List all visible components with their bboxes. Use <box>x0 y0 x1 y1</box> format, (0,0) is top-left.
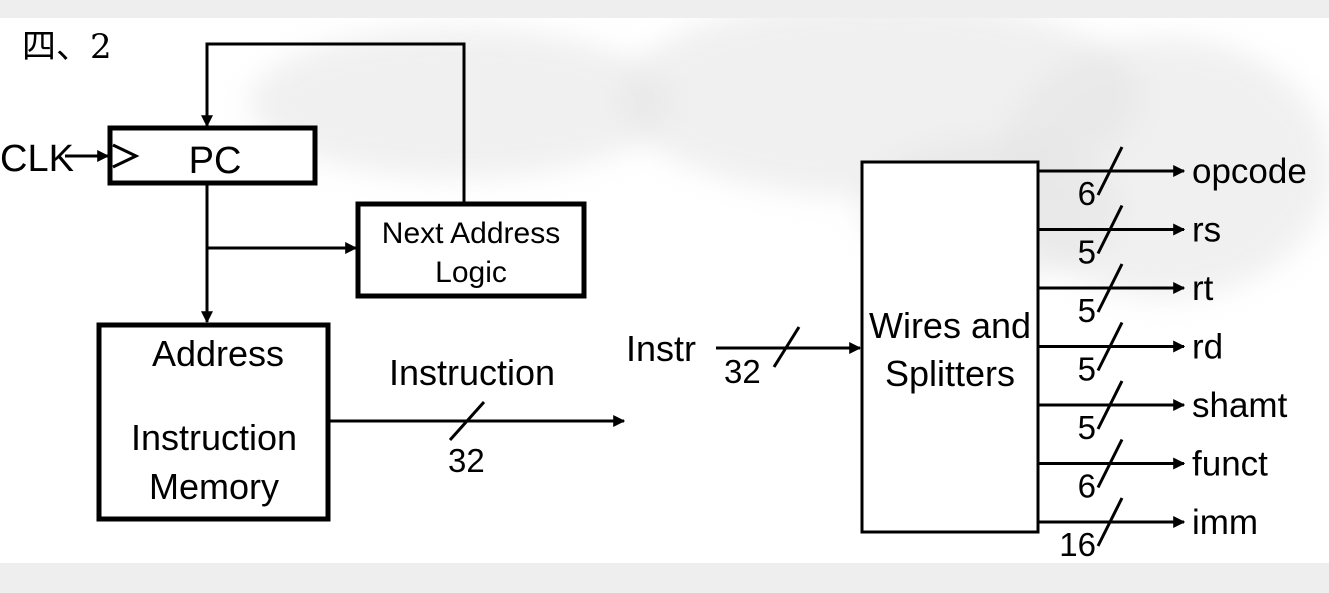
memory-line2: Memory <box>149 466 279 507</box>
instruction-bus-width-slash <box>448 400 486 442</box>
output-label-rs: rs <box>1192 211 1221 250</box>
memory-address-label: Address <box>152 333 284 374</box>
output-width-rd: 5 <box>1078 351 1096 388</box>
splitter-line1: Wires and <box>869 305 1031 346</box>
pc-register <box>107 125 318 186</box>
instr-label: Instr <box>626 328 696 369</box>
clk-label: CLK <box>0 138 74 180</box>
output-width-slash-rs <box>1096 204 1124 255</box>
next-address-logic-line1: Next Address <box>382 217 560 250</box>
instruction-bus-width: 32 <box>448 442 485 479</box>
instruction-bus-label: Instruction <box>389 352 555 393</box>
instr-width: 32 <box>724 353 761 390</box>
output-width-slash-opcode <box>1096 146 1124 196</box>
output-label-opcode: opcode <box>1192 152 1307 191</box>
splitter-block <box>860 160 1040 534</box>
clock-triangle-icon <box>112 143 140 169</box>
splitter-line2: Splitters <box>885 353 1015 394</box>
output-width-slash-funct <box>1096 438 1124 489</box>
splitter-outputs: 6 opcode 5 rs 5 rt 5 rd 5 shamt 6 funct 16 imm <box>1038 146 1307 563</box>
output-width-rt: 5 <box>1078 292 1096 329</box>
output-width-slash-imm <box>1096 497 1124 547</box>
instruction-memory-block <box>96 322 331 522</box>
output-width-slash-shamt <box>1096 380 1124 430</box>
next-pc-feedback-wire <box>201 42 466 202</box>
output-width-opcode: 6 <box>1078 175 1096 212</box>
output-width-rs: 5 <box>1078 234 1096 271</box>
output-label-shamt: shamt <box>1192 386 1288 425</box>
output-width-shamt: 5 <box>1078 409 1096 446</box>
page-title: 四、2 <box>22 27 112 67</box>
output-width-slash-rt <box>1096 263 1124 313</box>
output-width-funct: 6 <box>1078 468 1096 505</box>
output-width-imm: 16 <box>1059 526 1096 563</box>
pc-label: PC <box>189 140 242 182</box>
memory-line1: Instruction <box>131 417 297 458</box>
output-label-rd: rd <box>1192 328 1223 367</box>
output-label-imm: imm <box>1192 503 1258 542</box>
output-width-slash-rd <box>1096 321 1124 372</box>
output-label-funct: funct <box>1192 445 1268 484</box>
output-label-rt: rt <box>1192 269 1214 308</box>
instr-width-slash <box>772 326 801 368</box>
next-address-logic-block <box>355 201 587 299</box>
next-address-logic-line2: Logic <box>435 256 507 289</box>
